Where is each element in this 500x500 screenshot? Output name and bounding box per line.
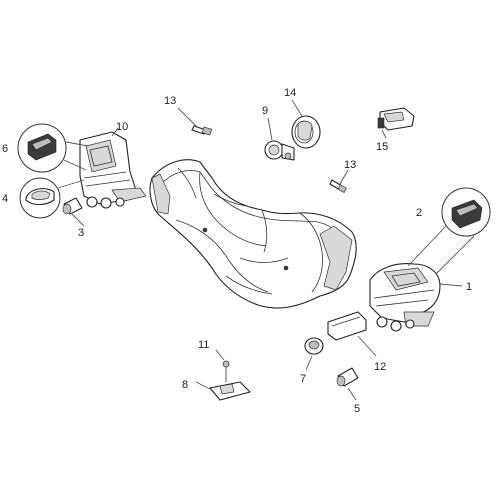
label-part-14: 14 [284, 87, 296, 99]
label-part-2: 2 [416, 207, 422, 219]
part-12-cover-strip [327, 311, 377, 357]
label-part-4: 4 [2, 193, 8, 205]
leader-10 [111, 127, 119, 137]
part-13-upper-screw [177, 107, 213, 136]
label-part-8: 8 [182, 379, 188, 391]
label-part-3: 3 [78, 227, 84, 239]
label-part-12: 12 [374, 361, 386, 373]
label-part-9: 9 [262, 105, 268, 117]
part-4-callout [19, 177, 85, 219]
part-9-ignition-lock [264, 117, 295, 161]
part-13-lower-screw [329, 169, 349, 194]
part-11-screw [215, 349, 230, 382]
label-part-10: 10 [116, 121, 128, 133]
part-7-grommet [304, 337, 324, 371]
part-6-callout [17, 123, 89, 173]
label-part-5: 5 [354, 403, 360, 415]
label-part-13-lower: 13 [344, 159, 356, 171]
label-part-7: 7 [300, 373, 306, 385]
label-part-6: 6 [2, 143, 8, 155]
label-part-13-upper: 13 [164, 95, 176, 107]
part-2-callout [407, 187, 491, 275]
part-8-mount-plate [195, 381, 251, 401]
part-15-bracket [377, 107, 415, 139]
handlebar-cover-body [149, 159, 357, 309]
label-part-1: 1 [466, 281, 472, 293]
leader-1 [439, 283, 463, 287]
part-14-lock-ring [291, 99, 321, 149]
part-5-cylinder [336, 367, 359, 401]
leader-3 [71, 213, 85, 227]
part-3-cylinder [62, 197, 83, 215]
right-switch-housing [369, 263, 441, 332]
left-switch-housing [79, 131, 147, 209]
label-part-15: 15 [376, 141, 388, 153]
label-part-11: 11 [198, 339, 209, 351]
